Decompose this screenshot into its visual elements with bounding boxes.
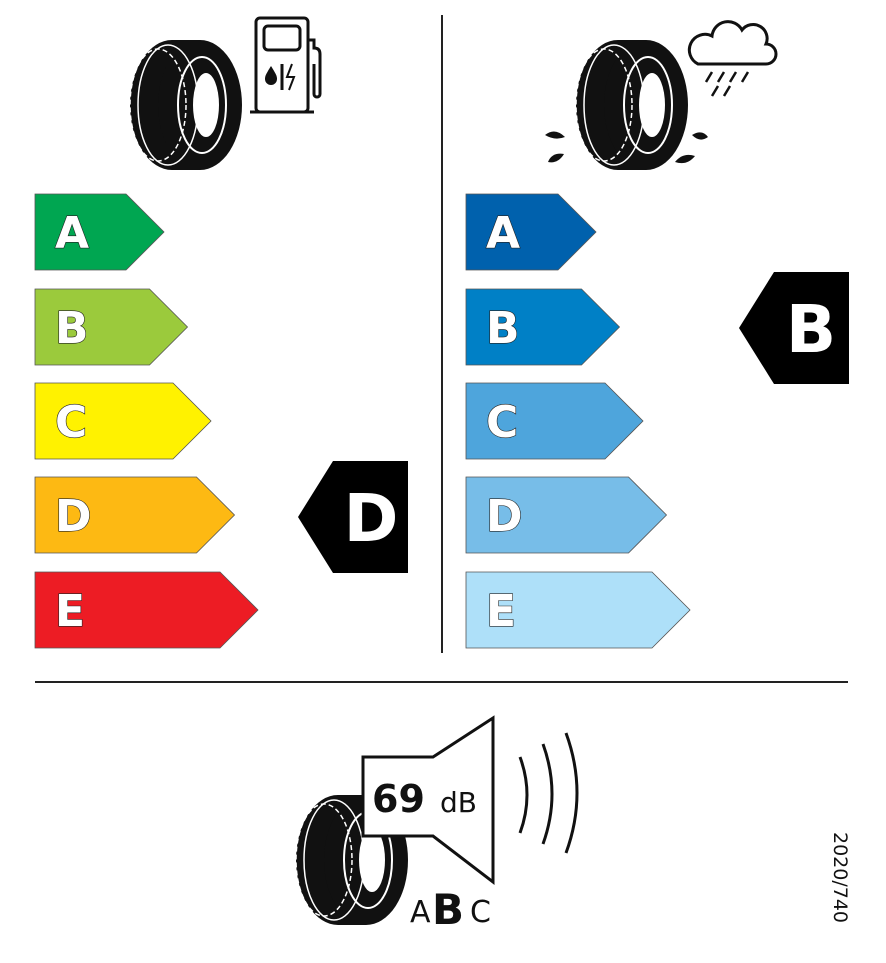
sound-waves-icon [518, 732, 579, 854]
rain-cloud-icon [687, 20, 778, 97]
regulation-number: 2020/740 [829, 832, 851, 923]
wet-grip-class-bar-c [465, 382, 644, 460]
tyre-icon [575, 39, 689, 171]
fuel-class-label: C [55, 397, 87, 448]
noise-unit: dB [440, 786, 477, 819]
noise-class-selected: B [432, 885, 464, 934]
fuel-class-bar-b [34, 288, 189, 366]
fuel-class-bar-a [34, 193, 165, 271]
fuel-class-label: E [55, 586, 85, 637]
noise-class-a: A [410, 895, 431, 930]
wet-grip-class-label: B [486, 303, 520, 354]
fuel-pump-icon [250, 16, 322, 114]
tyre-icon [129, 39, 243, 171]
speaker-icon [361, 715, 495, 886]
noise-value: 69 [372, 777, 425, 821]
fuel-class-label: B [55, 303, 89, 354]
wet-grip-class-label: A [486, 208, 520, 259]
wet-grip-class-label: E [486, 586, 516, 637]
wet-grip-class-label: D [486, 491, 523, 542]
wet-grip-class-bar-e [465, 571, 691, 649]
fuel-rating-label: D [344, 480, 399, 557]
fuel-rating-indicator: D [298, 461, 408, 573]
wet-grip-class-label: C [486, 397, 518, 448]
fuel-class-label: A [55, 208, 89, 259]
fuel-class-label: D [55, 491, 92, 542]
wet-grip-rating-label: B [786, 291, 836, 368]
wet-grip-class-bar-a [465, 193, 597, 271]
wet-grip-class-bar-b [465, 288, 621, 366]
fuel-class-bar-d [34, 476, 236, 554]
wet-grip-rating-indicator: B [739, 272, 849, 384]
noise-class-c: C [470, 895, 491, 930]
wet-grip-class-bar-d [465, 476, 668, 554]
water-splash-icon [545, 131, 708, 164]
fuel-class-bar-c [34, 382, 212, 460]
fuel-class-bar-e [34, 571, 259, 649]
